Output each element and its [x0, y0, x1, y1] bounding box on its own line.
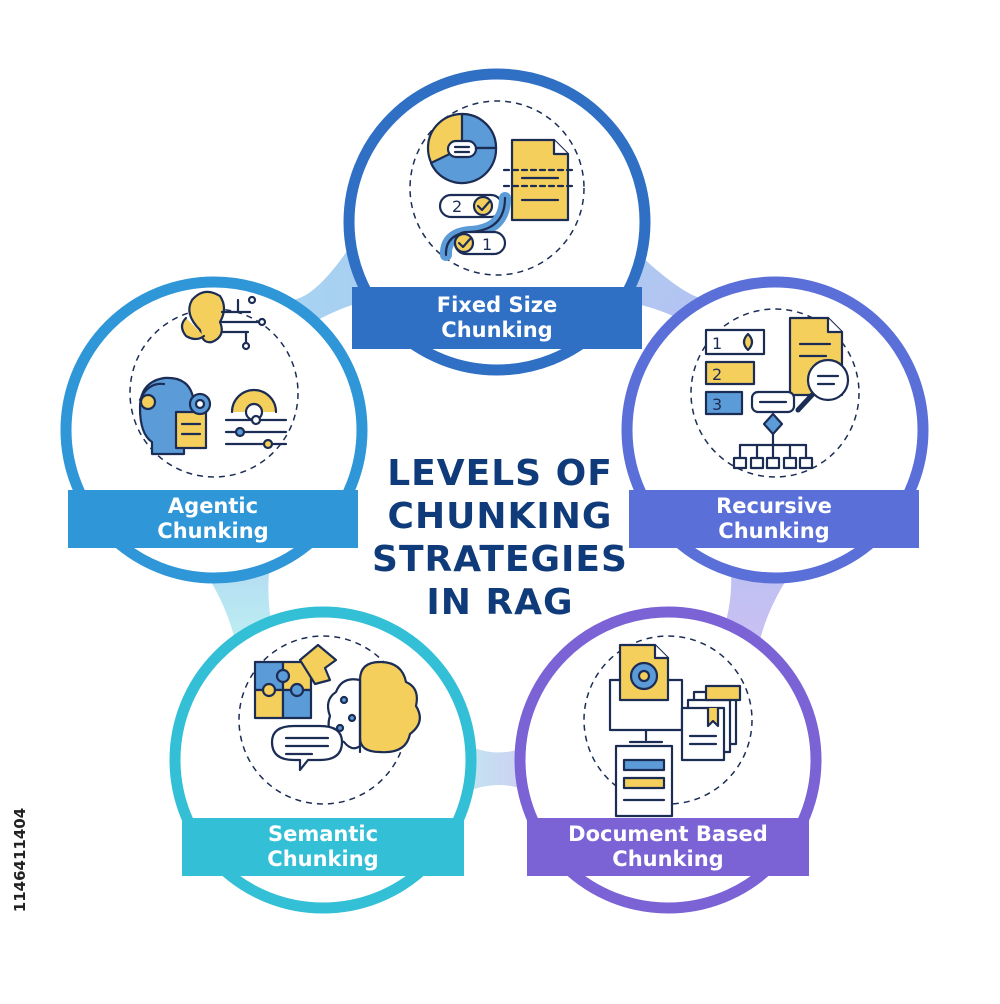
icon-dashed-ring: [129, 308, 299, 478]
label-recursive: Recursive Chunking: [629, 490, 919, 548]
label-agentic-line2: Chunking: [157, 519, 269, 543]
title-line-2: CHUNKING: [387, 496, 613, 537]
puzzle-brain-icon: [253, 643, 421, 772]
ai-agent-icon: [138, 290, 288, 456]
label-semantic-line1: Semantic: [267, 822, 379, 846]
label-recursive-line2: Chunking: [718, 519, 830, 543]
title-line-4: IN RAG: [426, 582, 574, 623]
page-title: LEVELS OF CHUNKING STRATEGIES IN RAG: [330, 452, 670, 624]
icon-dashed-ring: [690, 308, 860, 478]
title-line-1: LEVELS OF: [387, 453, 613, 494]
label-document-line2: Chunking: [612, 847, 724, 871]
label-semantic-line2: Chunking: [267, 847, 379, 871]
stock-id-text: 1146411404: [11, 807, 29, 913]
label-semantic: Semantic Chunking: [182, 818, 464, 876]
label-agentic: Agentic Chunking: [68, 490, 358, 548]
label-agentic-line1: Agentic: [167, 494, 259, 518]
svg-text:1: 1: [712, 334, 722, 353]
banner-agentic: [68, 490, 358, 548]
banner-recursive: [629, 490, 919, 548]
icon-dashed-ring: [583, 635, 753, 805]
recursive-hierarchy-icon: 1 2 3: [704, 316, 850, 470]
label-fixed-size-line1: Fixed Size: [436, 293, 558, 317]
icon-dashed-ring: [409, 100, 585, 276]
document-stack-icon: [608, 643, 742, 818]
fixed-size-icon: 2 1: [426, 112, 578, 261]
connector-left-bottom: [200, 565, 275, 640]
banner-fixed-size: [352, 287, 642, 349]
label-document: Document Based Chunking: [527, 818, 809, 876]
svg-text:2: 2: [452, 197, 462, 216]
title-line-3: STRATEGIES: [372, 539, 628, 580]
svg-text:2: 2: [712, 365, 722, 384]
banner-semantic: [182, 818, 464, 876]
label-document-line1: Document Based: [568, 822, 768, 846]
svg-text:1: 1: [482, 235, 492, 254]
label-fixed-size: Fixed Size Chunking: [352, 287, 642, 349]
banner-document: [527, 818, 809, 876]
label-fixed-size-line2: Chunking: [441, 318, 553, 342]
stock-id-watermark: 1146411404: [6, 760, 34, 960]
svg-text:3: 3: [712, 395, 722, 414]
label-recursive-line1: Recursive: [716, 494, 832, 518]
